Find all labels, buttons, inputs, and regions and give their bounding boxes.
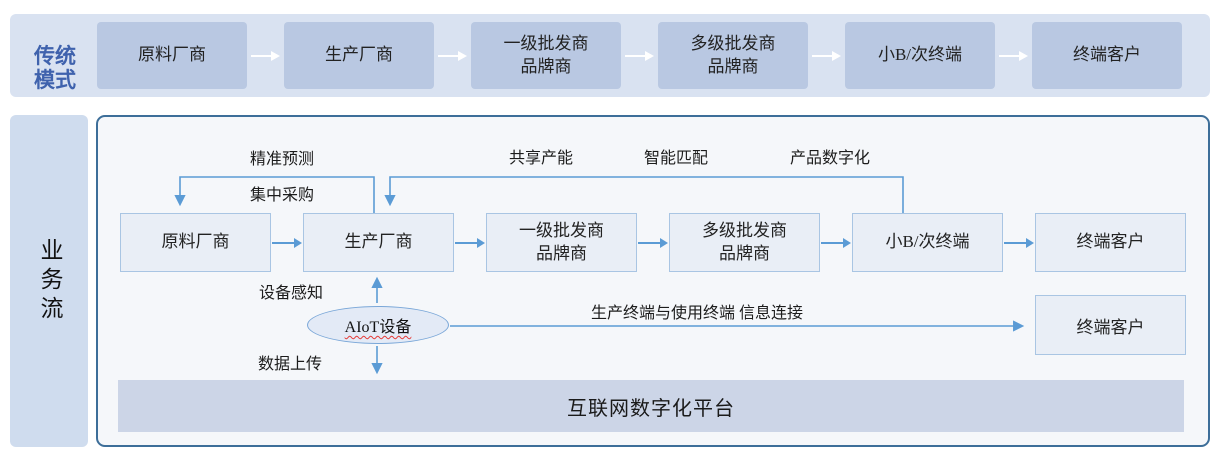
label-product-digitization: 产品数字化 xyxy=(789,150,871,167)
aiot-device-ellipse: AIoT设备 xyxy=(307,306,449,344)
arrow-right-icon xyxy=(820,237,852,248)
trad-node-multitier-wholesaler: 多级批发商 品牌商 xyxy=(658,22,808,89)
label-terminal-info-link: 生产终端与使用终端 信息连接 xyxy=(590,305,804,322)
label-shared-capacity: 共享产能 xyxy=(508,150,574,167)
trad-node-tier1-wholesaler: 一级批发商 品牌商 xyxy=(471,22,621,89)
biz-node-small-b-terminal: 小B/次终端 xyxy=(852,213,1003,272)
label-data-upload: 数据上传 xyxy=(257,356,323,373)
arrow-right-icon xyxy=(434,50,471,61)
arrow-right-icon xyxy=(454,237,486,248)
trad-node-end-customer: 终端客户 xyxy=(1032,22,1182,89)
arrow-right-icon xyxy=(271,237,303,248)
business-flow-row: 原料厂商 生产厂商 一级批发商 品牌商 多级批发商 品牌商 小B/次终端 终端客… xyxy=(120,213,1186,272)
biz-node-manufacturer: 生产厂商 xyxy=(303,213,454,272)
label-precise-forecast: 精准预测 xyxy=(249,151,315,168)
trad-node-manufacturer: 生产厂商 xyxy=(284,22,434,89)
trad-node-raw-materials: 原料厂商 xyxy=(97,22,247,89)
label-device-sensing: 设备感知 xyxy=(258,285,324,302)
label-centralized-procurement: 集中采购 xyxy=(249,187,315,204)
biz-node-tier1-wholesaler: 一级批发商 品牌商 xyxy=(486,213,637,272)
arrow-right-icon xyxy=(1003,237,1035,248)
arrow-right-icon xyxy=(637,237,669,248)
business-flow-panel: 业务流 xyxy=(10,115,88,447)
arrow-right-icon xyxy=(247,50,284,61)
arrow-right-icon xyxy=(995,50,1032,61)
biz-node-multitier-wholesaler: 多级批发商 品牌商 xyxy=(669,213,820,272)
biz-node-end-customer-2: 终端客户 xyxy=(1035,295,1186,355)
traditional-mode-title: 传统模式 xyxy=(34,44,76,92)
biz-node-raw-materials: 原料厂商 xyxy=(120,213,271,272)
aiot-device-label: AIoT设备 xyxy=(344,319,412,336)
internet-digital-platform-bar: 互联网数字化平台 xyxy=(118,380,1184,432)
arrow-right-icon xyxy=(808,50,845,61)
arrow-right-icon xyxy=(621,50,658,61)
business-flow-title: 业务流 xyxy=(37,237,62,325)
biz-node-end-customer: 终端客户 xyxy=(1035,213,1186,272)
traditional-flow-row: 原料厂商 生产厂商 一级批发商 品牌商 多级批发商 品牌商 小B/次终端 终端客… xyxy=(97,22,1182,89)
label-smart-matching: 智能匹配 xyxy=(643,150,709,167)
trad-node-small-b-terminal: 小B/次终端 xyxy=(845,22,995,89)
